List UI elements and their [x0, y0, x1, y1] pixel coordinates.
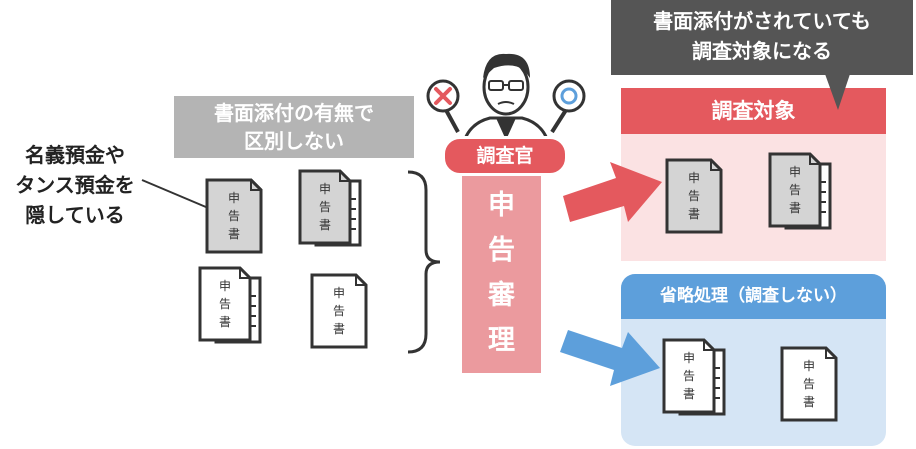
review-char-3: 審 [488, 280, 515, 311]
no-distinction-line-2: 区別しない [244, 129, 344, 153]
svg-text:書: 書 [333, 322, 345, 336]
tax-return-doc-2: 申 告 書 [298, 169, 362, 247]
arrow-to-investigation [563, 162, 662, 222]
svg-text:書: 書 [688, 207, 700, 221]
svg-text:書: 書 [803, 395, 815, 409]
no-distinction-line-1: 書面添付の有無で [214, 101, 374, 125]
tax-return-doc-4: 申 告 書 [310, 273, 368, 349]
tax-return-doc-3: 申 告 書 [198, 266, 262, 344]
svg-text:申: 申 [688, 171, 700, 185]
target-doc-2: 申 告 書 [768, 152, 832, 230]
note-line-2: タンス預金を [15, 173, 135, 197]
inspector-label: 調査官 [442, 136, 568, 176]
review-char-2: 告 [488, 235, 515, 266]
svg-text:申: 申 [319, 182, 331, 196]
target-doc-1: 申 告 書 [665, 158, 723, 234]
svg-text:申: 申 [803, 359, 815, 373]
arrow-to-skip [560, 330, 660, 386]
svg-text:申: 申 [228, 191, 240, 205]
tax-return-review-text: 申 告 審 理 [462, 183, 541, 363]
review-char-4: 理 [488, 325, 515, 356]
svg-text:申: 申 [789, 165, 801, 179]
note-line-3: 隠している [25, 203, 125, 227]
svg-text:書: 書 [789, 201, 801, 215]
skip-processing-title: 省略処理（調査しない） [621, 274, 886, 319]
callout-line-1: 書面添付がされていても [653, 9, 871, 33]
hidden-deposit-note: 名義預金や タンス預金を 隠している [0, 140, 150, 230]
tax-return-doc-1: 申 告 書 [205, 178, 263, 254]
circle-sign-icon [552, 79, 586, 113]
skip-doc-2: 申 告 書 [780, 346, 838, 422]
svg-text:告: 告 [319, 200, 331, 214]
note-pointer-line [141, 179, 214, 211]
svg-text:告: 告 [228, 209, 240, 223]
callout-pointer [825, 74, 850, 110]
svg-text:申: 申 [219, 279, 231, 293]
callout-line-2: 調査対象になる [692, 39, 832, 63]
svg-text:申: 申 [333, 286, 345, 300]
grouping-brace [407, 170, 441, 354]
svg-text:書: 書 [219, 315, 231, 329]
svg-text:告: 告 [688, 189, 700, 203]
svg-text:申: 申 [683, 351, 695, 365]
note-line-1: 名義預金や [25, 143, 125, 167]
review-char-1: 申 [488, 190, 515, 221]
svg-text:書: 書 [683, 387, 695, 401]
svg-text:告: 告 [219, 297, 231, 311]
callout-box: 書面添付がされていても 調査対象になる [611, 0, 913, 75]
svg-text:書: 書 [319, 218, 331, 232]
svg-text:告: 告 [683, 369, 695, 383]
tax-return-review-bar [462, 160, 541, 373]
svg-text:告: 告 [803, 377, 815, 391]
svg-text:告: 告 [333, 304, 345, 318]
svg-text:告: 告 [789, 183, 801, 197]
svg-text:書: 書 [228, 227, 240, 241]
no-distinction-label: 書面添付の有無で 区別しない [174, 96, 414, 158]
skip-doc-1: 申 告 書 [662, 338, 726, 416]
